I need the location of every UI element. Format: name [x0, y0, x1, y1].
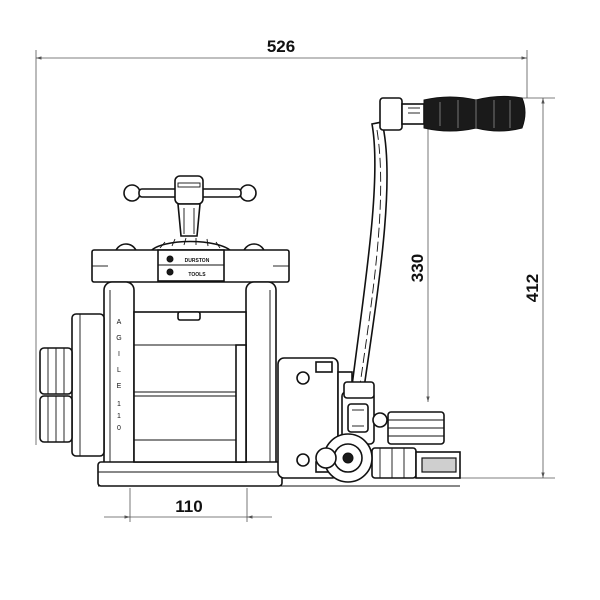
side-roller-stack [371, 411, 461, 479]
brand-name-top: DURSTON [185, 258, 210, 264]
left-bearing-housing [71, 313, 105, 457]
model-letter: L [117, 367, 121, 374]
dimension-roller-width: 110 [104, 488, 272, 522]
model-letter: I [118, 351, 120, 358]
dimension-handle-height: 330 [408, 118, 430, 402]
rollers [133, 311, 247, 463]
dimension-label-overall-height: 412 [523, 274, 542, 302]
dimension-label-handle-height: 330 [408, 254, 427, 282]
model-letter: E [117, 383, 122, 390]
top-plate: DURSTON TOOLS [91, 249, 290, 283]
model-letter: 0 [117, 425, 121, 432]
crank-handle-grip [423, 95, 526, 132]
frame-posts [97, 281, 283, 487]
crank-arm [351, 97, 425, 389]
dimension-label-roller-width: 110 [175, 497, 202, 516]
dimension-overall-width: 526 [35, 37, 528, 445]
model-letter: A [117, 319, 122, 326]
dimension-label-overall-width: 526 [267, 37, 295, 56]
left-gear-wheels [39, 347, 73, 443]
dimension-overall-height: 412 [460, 97, 555, 479]
adjustment-handwheel [123, 175, 257, 237]
model-letter: 1 [117, 413, 121, 420]
model-letter: G [116, 335, 121, 342]
model-label: A G I L E 1 1 0 [116, 319, 121, 432]
brand-name-bottom: TOOLS [188, 272, 206, 278]
model-letter: 1 [117, 401, 121, 408]
crank-hub [343, 381, 388, 428]
front-gear-wheel [315, 433, 373, 483]
